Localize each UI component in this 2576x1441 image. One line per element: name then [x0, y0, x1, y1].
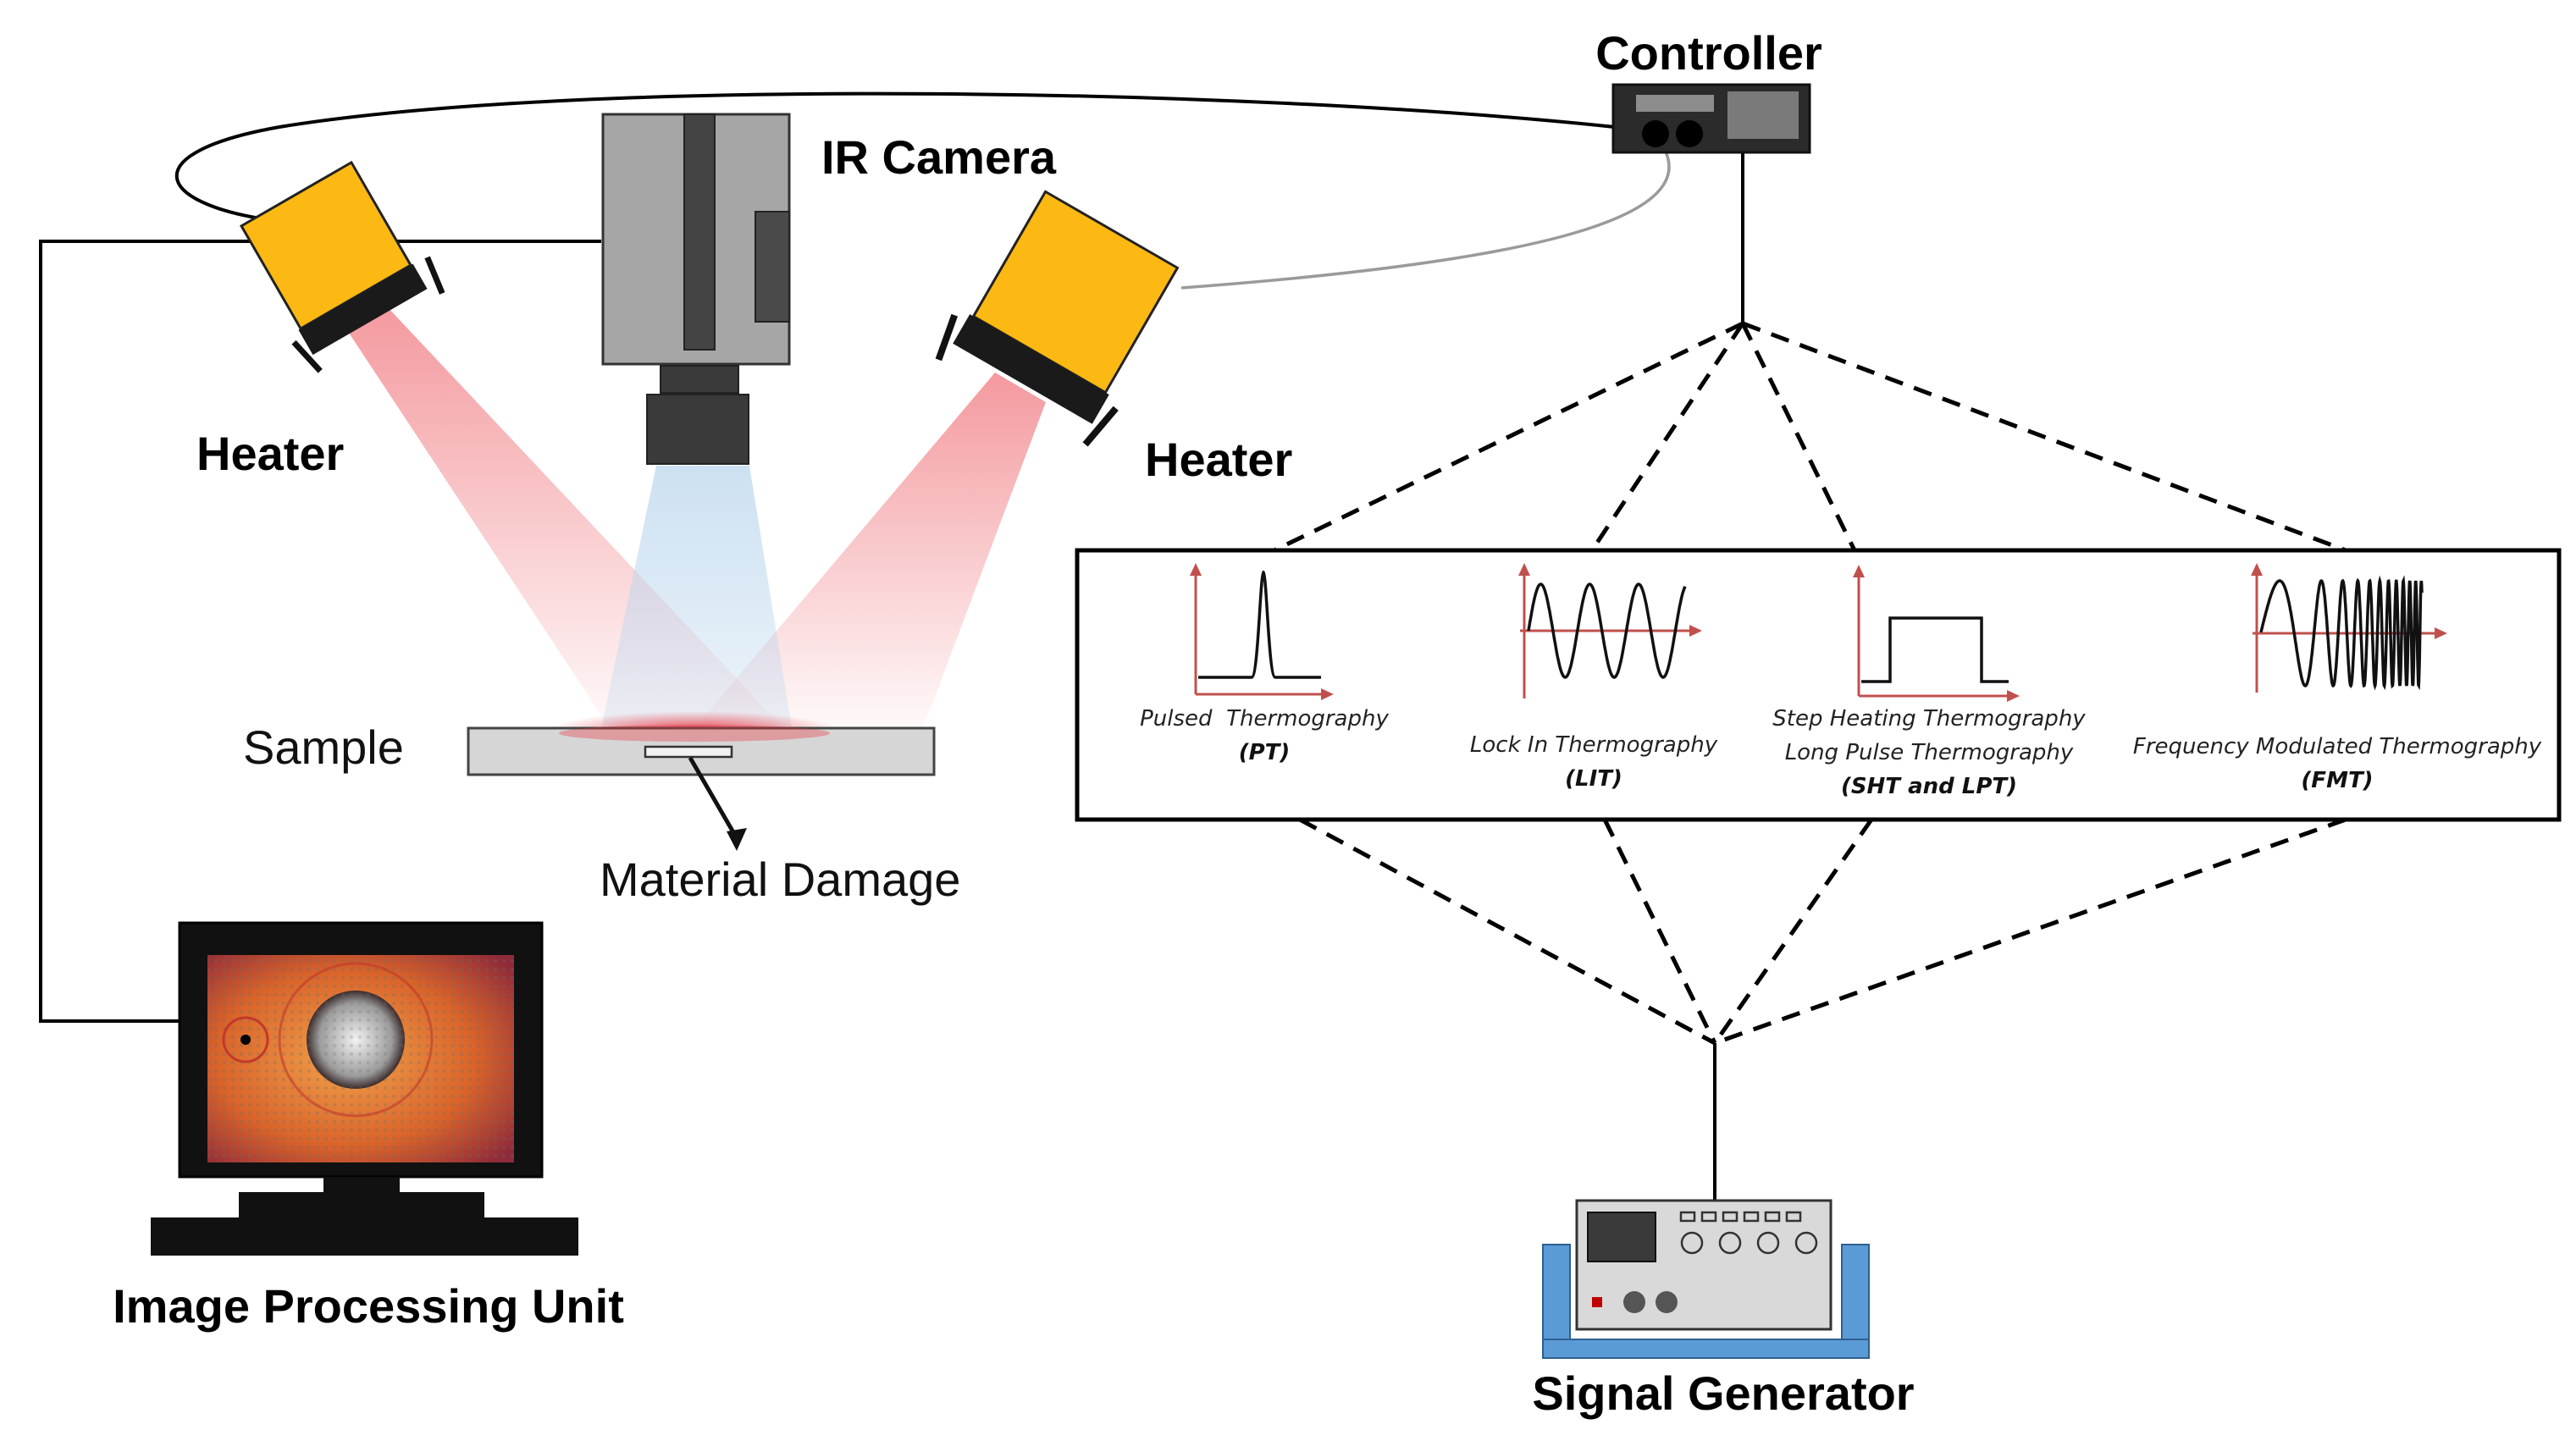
- method-lit-name: Lock In Thermography: [1470, 732, 1718, 758]
- method-sht-abbr: (SHT and LPT): [1841, 774, 2017, 799]
- frequency-modulated-waveform-icon: [2251, 563, 2447, 693]
- signal-generator-device: [1542, 1199, 1870, 1359]
- method-sht-name-line2: Long Pulse Thermography: [1785, 740, 2074, 765]
- monitor-base-top: [239, 1192, 484, 1217]
- method-fmt-name: Frequency Modulated Thermography: [2133, 734, 2542, 759]
- dashed-connectors: [1273, 321, 2347, 1046]
- step-heating-waveform-icon: [1853, 565, 2020, 702]
- sine-path: [1527, 582, 1687, 679]
- heater-left-label: Heater: [196, 427, 344, 480]
- camera-beam: [601, 466, 792, 728]
- method-fmt-abbr: (FMT): [2301, 768, 2373, 793]
- camera-to-ipu-cable: [39, 240, 601, 1023]
- image-processing-unit-label: Image Processing Unit: [113, 1279, 624, 1333]
- right-heater: [935, 190, 1180, 447]
- monitor-neck: [323, 1177, 400, 1194]
- method-sht-name-line1: Step Heating Thermography: [1772, 706, 2086, 732]
- method-lit-abbr: (LIT): [1565, 766, 1622, 792]
- controller-heater-cable-loop: [174, 91, 1631, 222]
- beams: [339, 305, 1046, 748]
- right-heater-beam: [694, 373, 1046, 728]
- controller-device: [1611, 83, 1811, 154]
- image-processing-unit: [151, 921, 578, 1256]
- ir-camera: [601, 113, 791, 465]
- monitor-base: [151, 1217, 578, 1256]
- lock-in-thermography-waveform-icon: [1518, 563, 1702, 698]
- controller-label: Controller: [1595, 26, 1822, 80]
- signal-generator-display: [1587, 1212, 1656, 1262]
- sample-label: Sample: [243, 720, 404, 774]
- signal-generator-label: Signal Generator: [1532, 1366, 1914, 1420]
- method-pt-abbr: (PT): [1239, 740, 1291, 765]
- controller-right-heater-cable: [1180, 147, 1671, 290]
- chirp-path: [2259, 575, 2424, 691]
- material-damage-arrow: [688, 756, 739, 840]
- ir-camera-label: IR Camera: [821, 130, 1057, 184]
- left-heater: [239, 160, 445, 373]
- camera-lens-neck: [660, 365, 739, 394]
- heater-right-label: Heater: [1145, 433, 1292, 486]
- material-damage-label: Material Damage: [600, 853, 960, 906]
- pulsed-thermography-waveform-icon: [1190, 563, 1334, 700]
- sample: [467, 725, 936, 851]
- method-pt-name: Pulsed Thermography: [1140, 706, 1389, 732]
- camera-lens: [646, 394, 749, 465]
- methods-box: [1075, 548, 2562, 822]
- material-damage-marker: [644, 745, 733, 759]
